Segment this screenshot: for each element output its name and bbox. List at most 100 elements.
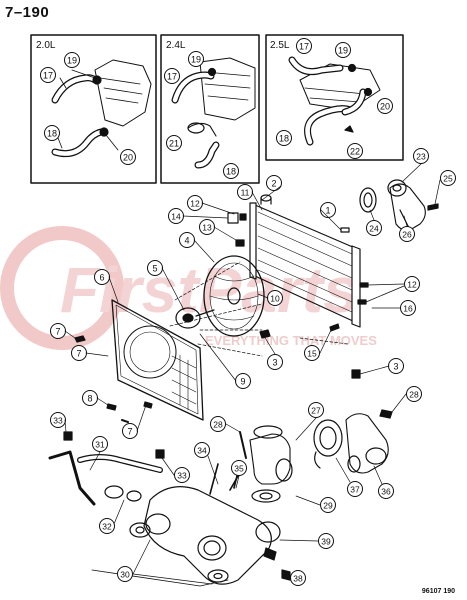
inset-label: 2.4L: [166, 40, 186, 51]
watermark-brand: FirstParts: [60, 254, 359, 326]
callout-23: 23: [413, 148, 429, 164]
svg-text:3: 3: [272, 358, 277, 368]
svg-text:20: 20: [380, 102, 390, 112]
callout-16: 16: [400, 300, 416, 316]
svg-text:26: 26: [402, 230, 412, 240]
watermark-ring: [0, 226, 124, 350]
lower-water-outlet: [239, 425, 293, 485]
fan-blade: [203, 255, 265, 337]
svg-text:17: 17: [167, 72, 177, 82]
svg-text:16: 16: [403, 304, 413, 314]
callout-38: 38: [290, 570, 306, 586]
svg-text:2: 2: [271, 179, 276, 189]
callout-19: 19: [188, 51, 204, 67]
svg-text:15: 15: [307, 349, 317, 359]
svg-text:29: 29: [323, 501, 333, 511]
svg-text:31: 31: [95, 440, 105, 450]
callout-10: 10: [267, 290, 283, 306]
svg-text:22: 22: [350, 147, 360, 157]
callout-27: 27: [308, 402, 324, 418]
callout-18: 18: [44, 125, 60, 141]
svg-text:32: 32: [102, 522, 112, 532]
svg-text:28: 28: [213, 420, 223, 430]
svg-text:12: 12: [190, 199, 200, 209]
callout-31: 31: [92, 436, 108, 452]
callout-25: 25: [440, 170, 456, 186]
callout-28: 28: [210, 416, 226, 432]
svg-text:10: 10: [270, 294, 280, 304]
callout-2: 2: [266, 175, 282, 191]
callout-30: 30: [117, 566, 133, 582]
callout-leaders: [64, 163, 441, 585]
callout-3: 3: [388, 358, 404, 374]
svg-text:18: 18: [279, 134, 289, 144]
svg-text:6: 6: [99, 273, 104, 283]
intake-manifold-water: [91, 463, 291, 587]
callout-4: 4: [179, 232, 195, 248]
callout-5: 5: [147, 260, 163, 276]
bypass-tube-31: [48, 431, 165, 506]
callout-33: 33: [50, 412, 66, 428]
callouts: 19 17 18 20 19 17 21 18 17 19 20 18 22 1…: [40, 38, 456, 586]
callout-22: 22: [347, 143, 363, 159]
svg-text:19: 19: [191, 55, 201, 65]
svg-text:18: 18: [47, 129, 57, 139]
callout-19: 19: [64, 52, 80, 68]
svg-text:7: 7: [76, 349, 81, 359]
svg-text:39: 39: [321, 537, 331, 547]
callout-34: 34: [194, 442, 210, 458]
svg-text:23: 23: [416, 152, 426, 162]
svg-text:5: 5: [152, 264, 157, 274]
callout-12: 12: [187, 195, 203, 211]
leader-lines: [169, 261, 349, 357]
callout-33: 33: [174, 467, 190, 483]
callout-18: 18: [276, 130, 292, 146]
callout-13: 13: [199, 219, 215, 235]
svg-text:27: 27: [311, 406, 321, 416]
fan-shroud: [111, 299, 204, 421]
callout-32: 32: [99, 518, 115, 534]
svg-text:11: 11: [241, 188, 250, 198]
callout-7: 7: [122, 423, 138, 439]
svg-text:9: 9: [240, 377, 245, 387]
svg-text:38: 38: [293, 574, 303, 584]
callout-7: 7: [71, 345, 87, 361]
figure-code: 96107 190: [421, 588, 455, 595]
svg-text:34: 34: [197, 446, 207, 456]
callout-7: 7: [50, 323, 66, 339]
svg-text:18: 18: [226, 167, 236, 177]
svg-text:1: 1: [325, 206, 330, 216]
callout-1: 1: [320, 202, 336, 218]
svg-text:20: 20: [123, 153, 133, 163]
callout-26: 26: [399, 226, 415, 242]
inset-2-4l: 2.4L: [160, 34, 260, 184]
svg-text:12: 12: [407, 280, 417, 290]
callout-37: 37: [347, 481, 363, 497]
callout-9: 9: [235, 373, 251, 389]
callout-19: 19: [335, 42, 351, 58]
inset-2-5l: 2.5L: [265, 34, 404, 161]
thermostat-lower: [313, 419, 361, 473]
callout-3: 3: [267, 354, 283, 370]
callout-35: 35: [231, 460, 247, 476]
callout-17: 17: [296, 38, 312, 54]
callout-18: 18: [223, 163, 239, 179]
callout-15: 15: [304, 345, 320, 361]
svg-text:37: 37: [350, 485, 360, 495]
callout-20: 20: [120, 149, 136, 165]
svg-text:21: 21: [169, 139, 179, 149]
radiator: [249, 194, 361, 328]
svg-text:8: 8: [87, 394, 92, 404]
callout-39: 39: [318, 533, 334, 549]
svg-text:7: 7: [55, 327, 60, 337]
callout-29: 29: [320, 497, 336, 513]
water-outlet-36: [345, 409, 393, 474]
callout-14: 14: [168, 208, 184, 224]
svg-text:33: 33: [177, 471, 187, 481]
svg-text:13: 13: [202, 223, 212, 233]
fan-motor: [175, 307, 215, 329]
callout-12: 12: [404, 276, 420, 292]
callout-6: 6: [94, 269, 110, 285]
callout-20: 20: [377, 98, 393, 114]
inset-label: 2.5L: [270, 40, 290, 51]
